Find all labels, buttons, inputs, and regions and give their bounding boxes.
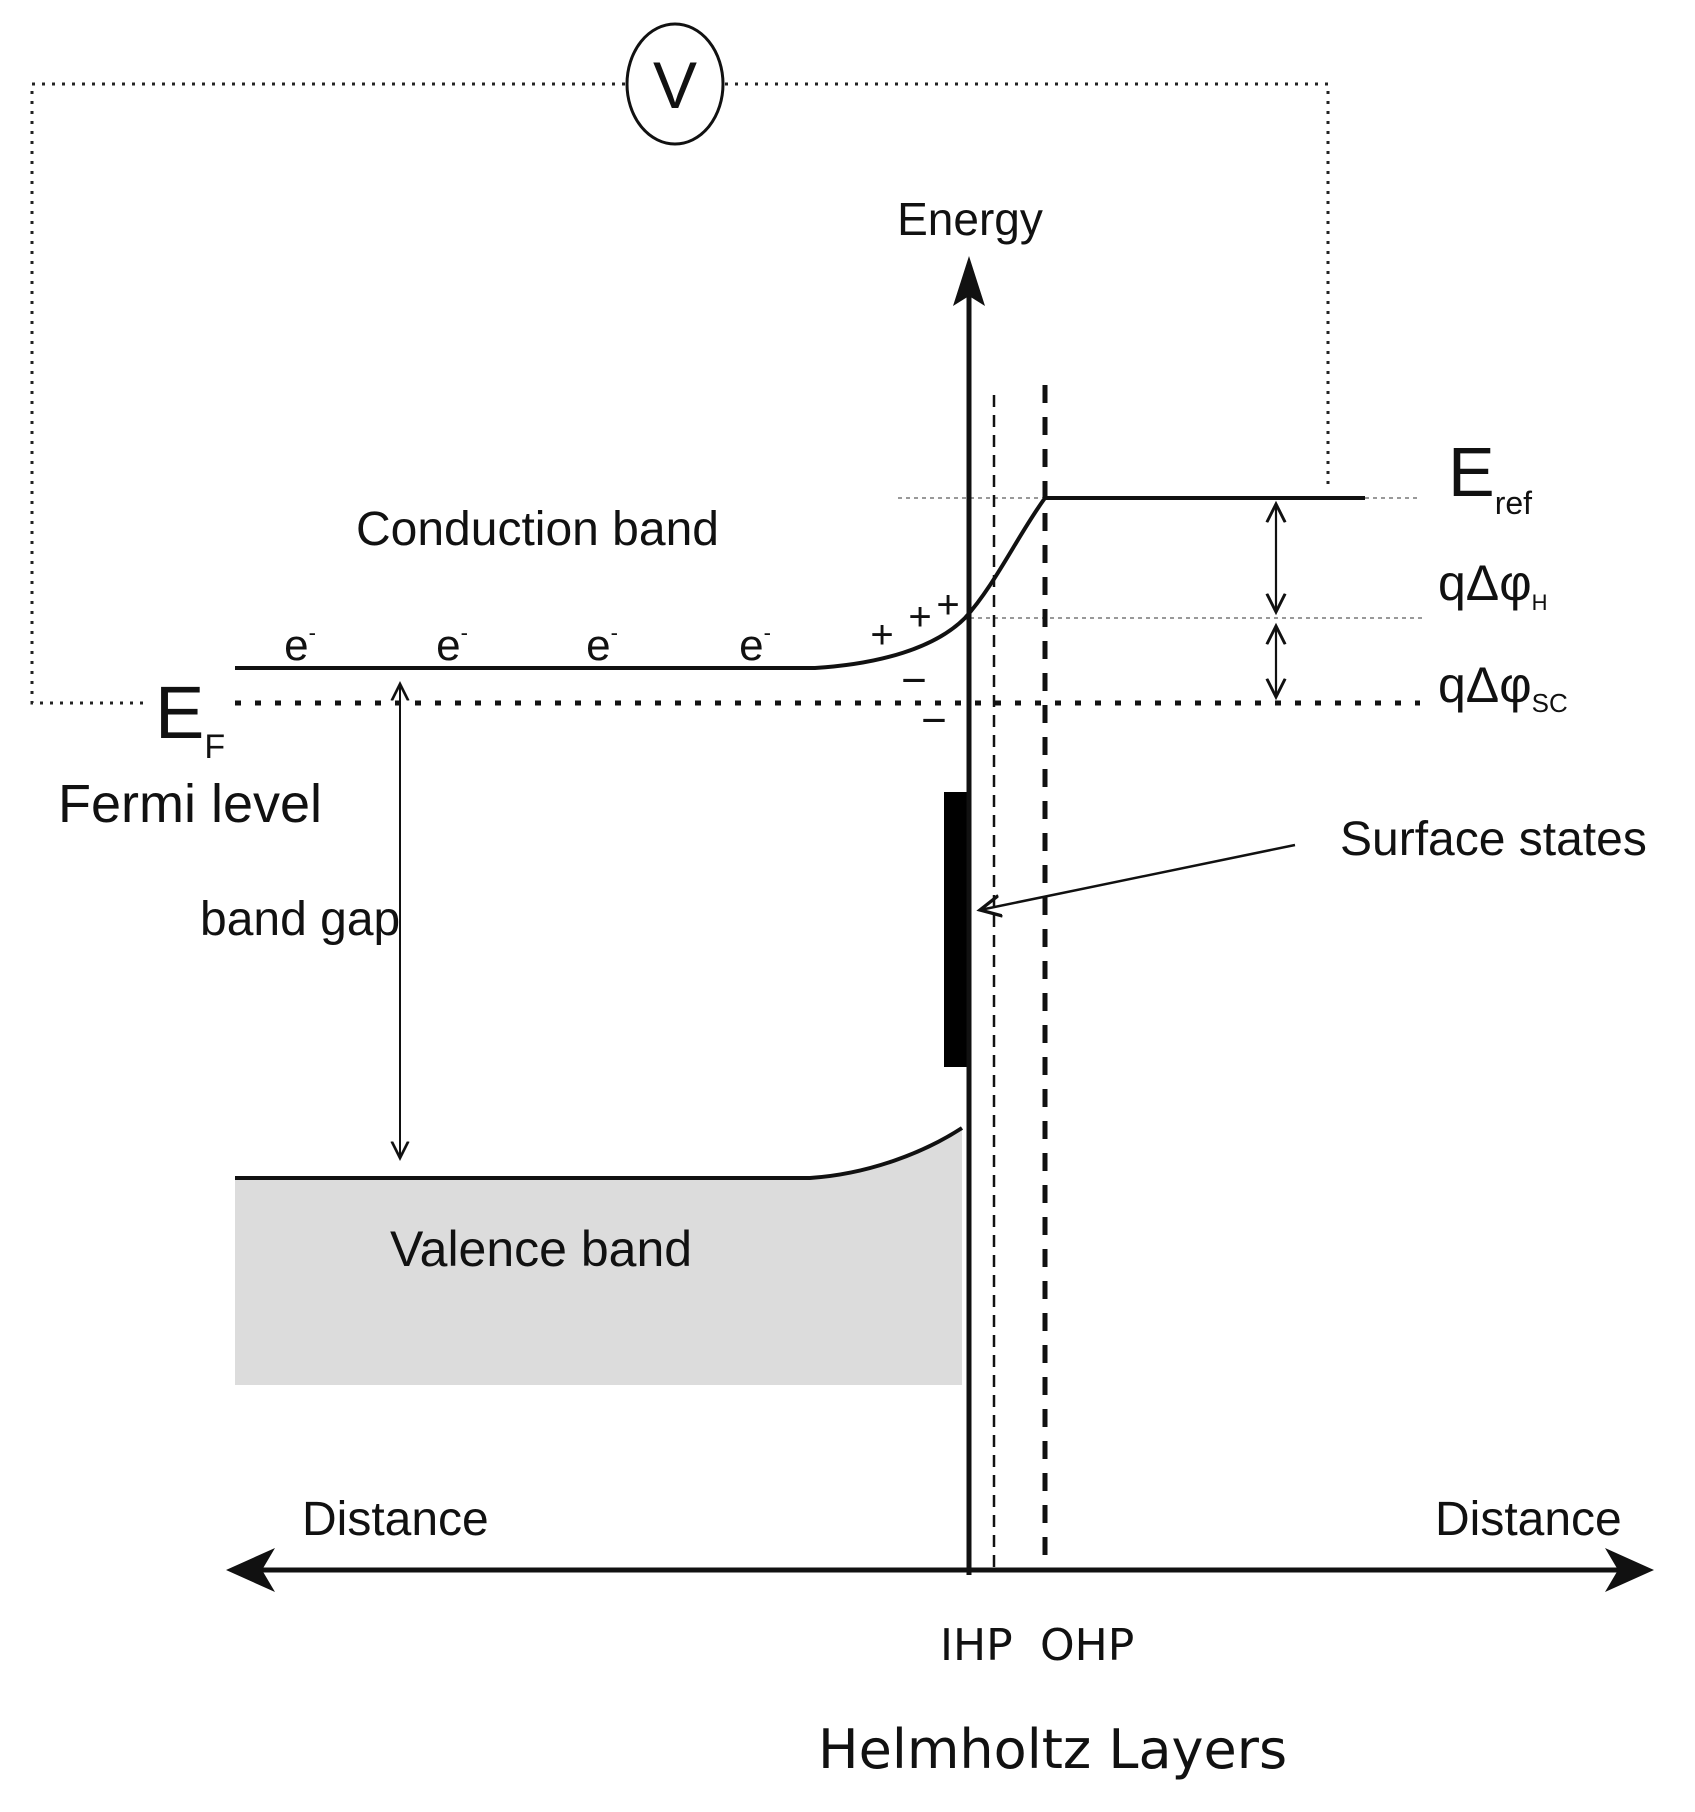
band-gap-label: band gap <box>200 893 400 946</box>
plus-charge: + <box>936 583 959 627</box>
valence-band-fill <box>235 1128 962 1385</box>
surface-states-pointer <box>980 843 1296 910</box>
distance-left-label: Distance <box>302 1493 489 1546</box>
valence-band-edge <box>235 1126 964 1180</box>
voltmeter-icon <box>625 22 725 146</box>
ihp-label: IHP <box>940 1620 1013 1671</box>
valence-band-label: Valence band <box>390 1221 692 1277</box>
conduction-band-edge <box>235 496 1365 670</box>
electron-markers: e-e-e-e- <box>284 620 771 670</box>
helmholtz-layers-caption: Helmholtz Layers <box>818 1718 1287 1781</box>
surface-states-block <box>944 792 968 1067</box>
electron-marker: e- <box>739 620 771 670</box>
electron-marker: e- <box>436 620 468 670</box>
space-charge-potential-label: qΔφSC <box>1438 657 1568 718</box>
ohp-label: OHP <box>1040 1620 1134 1671</box>
distance-axis-right-arrowhead-icon <box>1605 1548 1654 1592</box>
minus-charge: − <box>901 656 927 705</box>
reference-level-symbol: Eref <box>1448 433 1532 521</box>
minus-charge: − <box>921 696 947 745</box>
distance-axis-left-arrowhead-icon <box>226 1548 275 1592</box>
conduction-band-label: Conduction band <box>356 503 719 556</box>
energy-axis-label: Energy <box>897 193 1043 245</box>
electron-marker: e- <box>586 620 618 670</box>
surface-states-label: Surface states <box>1340 813 1647 866</box>
voltmeter-symbol: V <box>653 48 697 122</box>
voltmeter-circuit: V <box>30 22 1330 705</box>
electron-marker: e- <box>284 620 316 670</box>
distance-right-label: Distance <box>1435 1493 1622 1546</box>
fermi-symbol: EF <box>155 671 225 766</box>
energy-axis-arrowhead-icon <box>953 256 985 306</box>
helmholtz-potential-label: qΔφH <box>1438 555 1548 615</box>
plus-charge: + <box>870 613 893 657</box>
plus-charge: + <box>908 595 931 639</box>
fermi-level-label: Fermi level <box>58 774 322 834</box>
